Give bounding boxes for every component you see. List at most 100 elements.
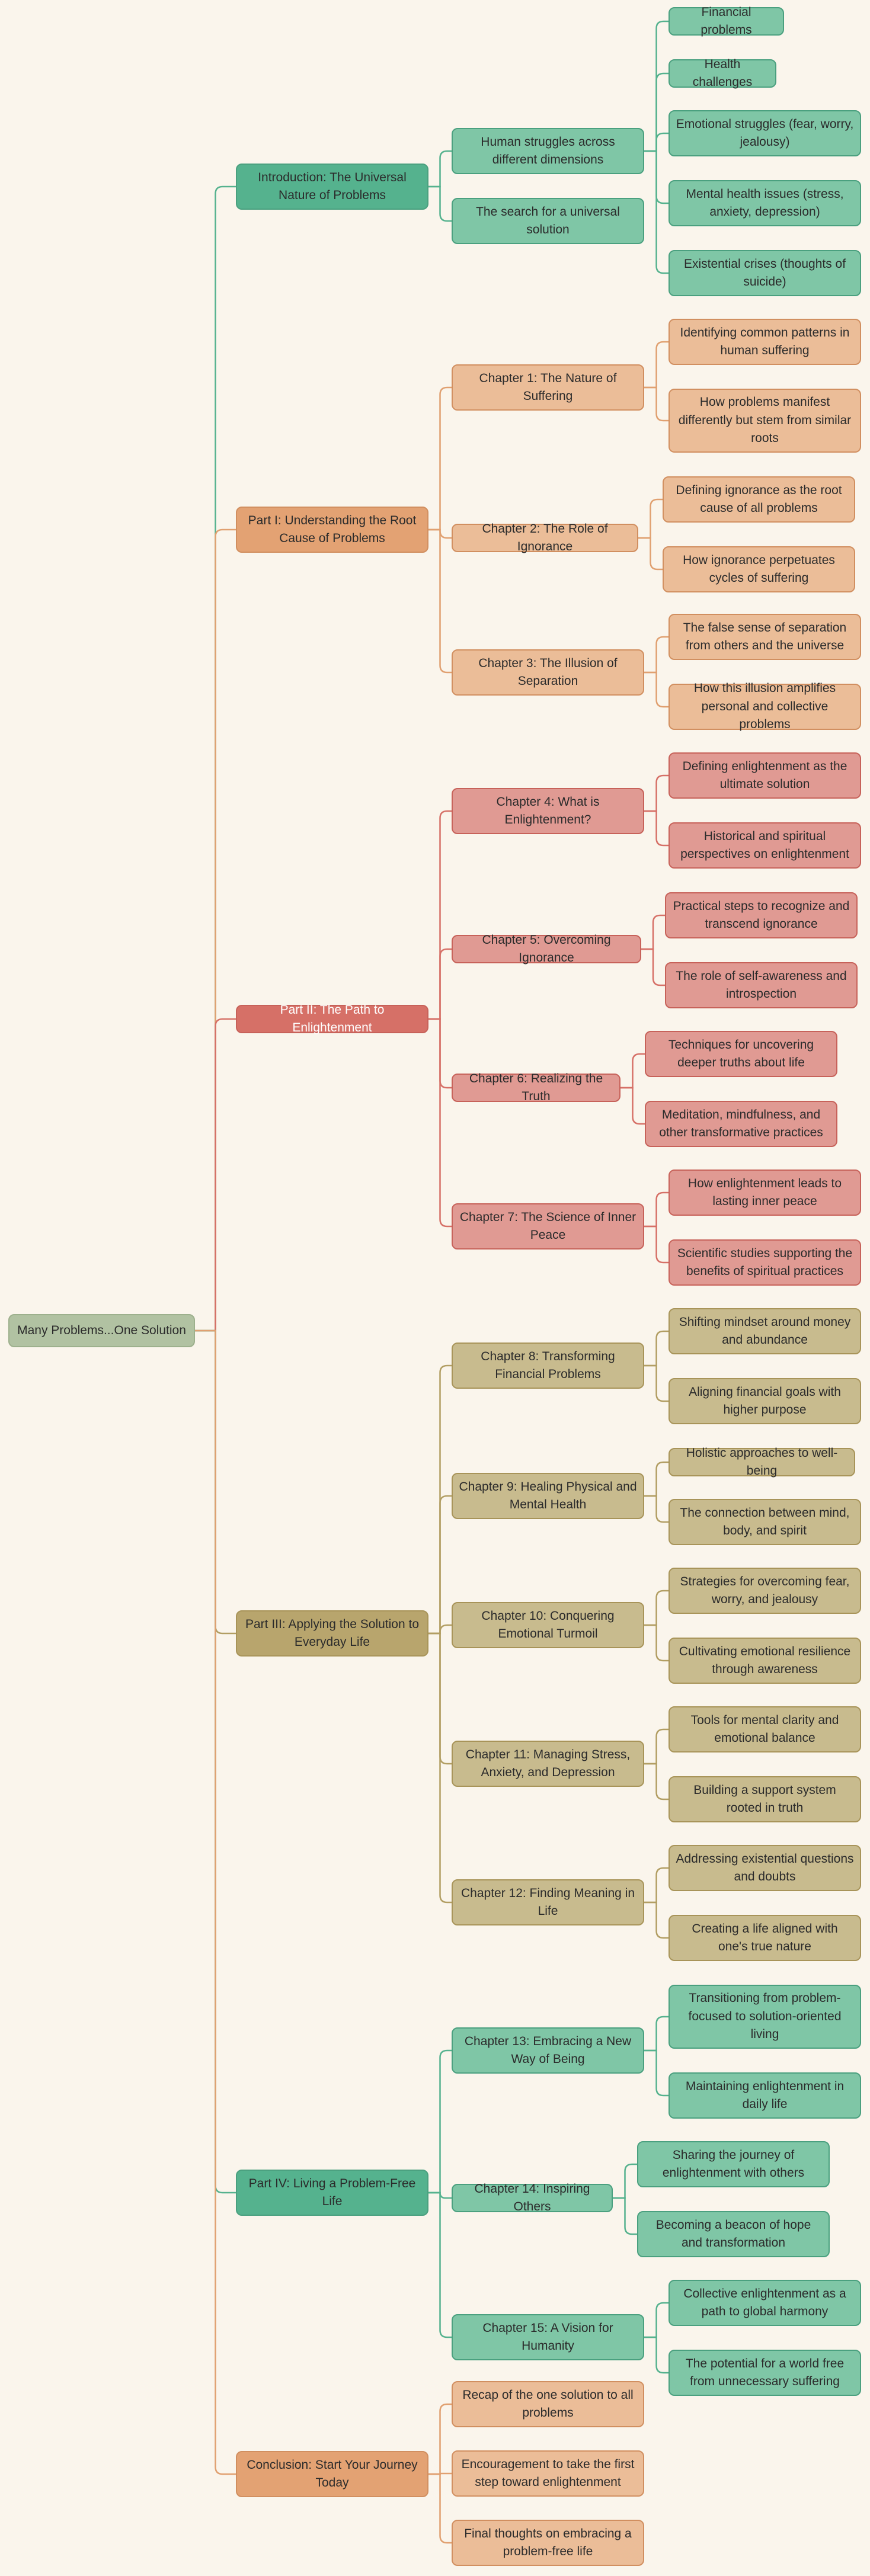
node-label: Defining ignorance as the root cause of … xyxy=(676,483,842,515)
topic-node-chapter-13-embracing-a-new-way-of-being[interactable]: Chapter 13: Embracing a New Way of Being xyxy=(452,2027,644,2074)
connector-line xyxy=(428,1364,452,1635)
connector-line xyxy=(428,1632,452,1904)
connector-line xyxy=(644,20,669,152)
leaf-node-financial-problems[interactable]: Financial problems xyxy=(669,5,784,37)
topic-connectors xyxy=(620,1053,645,1125)
leaf-node-creating-a-life-aligned-with-one-s-true-nature[interactable]: Creating a life aligned with one's true … xyxy=(669,1915,861,1961)
node-label: Financial problems xyxy=(701,5,752,37)
leaf-node-mental-health-issues-stress-anxiety-depression[interactable]: Mental health issues (stress, anxiety, d… xyxy=(669,180,861,226)
leaf-node-building-a-support-system-rooted-in-truth[interactable]: Building a support system rooted in trut… xyxy=(669,1776,861,1822)
topic-node-chapter-6-realizing-the-truth[interactable]: Chapter 6: Realizing the Truth xyxy=(452,1072,620,1103)
connector-line xyxy=(644,1867,669,1904)
node-label: Defining enlightenment as the ultimate s… xyxy=(682,759,847,791)
topic-node-recap-of-the-one-solution-to-all-problems[interactable]: Recap of the one solution to all problem… xyxy=(452,2381,644,2427)
node-label: Maintaining enlightenment in daily life xyxy=(685,2079,845,2111)
leaf-node-meditation-mindfulness-and-other-transformative-[interactable]: Meditation, mindfulness, and other trans… xyxy=(645,1101,837,1147)
leaf-node-defining-ignorance-as-the-root-cause-of-all-prob[interactable]: Defining ignorance as the root cause of … xyxy=(663,476,855,523)
topic-node-encouragement-to-take-the-first-step-toward-enli[interactable]: Encouragement to take the first step tow… xyxy=(452,2450,644,2497)
leaf-node-how-enlightenment-leads-to-lasting-inner-peace[interactable]: How enlightenment leads to lasting inner… xyxy=(669,1170,861,1216)
topic-node-chapter-12-finding-meaning-in-life[interactable]: Chapter 12: Finding Meaning in Life xyxy=(452,1879,644,1925)
topic-node-chapter-3-the-illusion-of-separation[interactable]: Chapter 3: The Illusion of Separation xyxy=(452,649,644,696)
topic-node-chapter-7-the-science-of-inner-peace[interactable]: Chapter 7: The Science of Inner Peace xyxy=(452,1203,644,1249)
leaf-node-aligning-financial-goals-with-higher-purpose[interactable]: Aligning financial goals with higher pur… xyxy=(669,1378,861,1424)
node-label: Part III: Applying the Solution to Every… xyxy=(245,1617,419,1649)
node-label: Chapter 12: Finding Meaning in Life xyxy=(460,1886,635,1918)
leaf-node-becoming-a-beacon-of-hope-and-transformation[interactable]: Becoming a beacon of hope and transforma… xyxy=(637,2211,830,2257)
topic-connectors xyxy=(638,498,663,571)
leaf-node-transitioning-from-problem-focused-to-solution-o[interactable]: Transitioning from problem-focused to so… xyxy=(669,1985,861,2049)
leaf-node-defining-enlightenment-as-the-ultimate-solution[interactable]: Defining enlightenment as the ultimate s… xyxy=(669,752,861,799)
node-label: Chapter 14: Inspiring Others xyxy=(474,2181,590,2213)
leaf-node-historical-and-spiritual-perspectives-on-enlight[interactable]: Historical and spiritual perspectives on… xyxy=(669,822,861,869)
node-label: Chapter 9: Healing Physical and Mental H… xyxy=(459,1479,637,1511)
topic-node-chapter-4-what-is-enlightenment[interactable]: Chapter 4: What is Enlightenment? xyxy=(452,788,644,834)
leaf-node-identifying-common-patterns-in-human-suffering[interactable]: Identifying common patterns in human suf… xyxy=(669,319,861,365)
section-node-part-i-understanding-the-root-cause-of-problems[interactable]: Part I: Understanding the Root Cause of … xyxy=(236,507,428,553)
connector-line xyxy=(195,185,236,1332)
topic-node-chapter-1-the-nature-of-suffering[interactable]: Chapter 1: The Nature of Suffering xyxy=(452,364,644,411)
topic-node-human-struggles-across-different-dimensions[interactable]: Human struggles across different dimensi… xyxy=(452,128,644,174)
connector-line xyxy=(644,386,669,422)
section-node-conclusion-start-your-journey-today[interactable]: Conclusion: Start Your Journey Today xyxy=(236,2451,428,2497)
section-node-introduction-the-universal-nature-of-problems[interactable]: Introduction: The Universal Nature of Pr… xyxy=(236,164,428,210)
node-label: Chapter 11: Managing Stress, Anxiety, an… xyxy=(465,1747,631,1779)
leaf-node-maintaining-enlightenment-in-daily-life[interactable]: Maintaining enlightenment in daily life xyxy=(669,2072,861,2119)
topic-node-chapter-9-healing-physical-and-mental-health[interactable]: Chapter 9: Healing Physical and Mental H… xyxy=(452,1473,644,1519)
node-label: Cultivating emotional resilience through… xyxy=(679,1644,851,1676)
topic-node-chapter-14-inspiring-others[interactable]: Chapter 14: Inspiring Others xyxy=(452,2182,613,2213)
topic-connectors xyxy=(644,1191,669,1264)
topic-node-chapter-5-overcoming-ignorance[interactable]: Chapter 5: Overcoming Ignorance xyxy=(452,933,641,965)
topic-node-chapter-15-a-vision-for-humanity[interactable]: Chapter 15: A Vision for Humanity xyxy=(452,2314,644,2360)
node-label: Part IV: Living a Problem-Free Life xyxy=(248,2176,416,2208)
connector-line xyxy=(428,1495,452,1635)
node-label: Practical steps to recognize and transce… xyxy=(673,899,850,931)
connector-line xyxy=(428,2191,452,2338)
section-node-part-iii-applying-the-solution-to-everyday-life[interactable]: Part III: Applying the Solution to Every… xyxy=(236,1610,428,1657)
topic-node-final-thoughts-on-embracing-a-problem-free-life[interactable]: Final thoughts on embracing a problem-fr… xyxy=(452,2520,644,2566)
leaf-node-the-connection-between-mind-body-and-spirit[interactable]: The connection between mind, body, and s… xyxy=(669,1499,861,1545)
topic-node-chapter-8-transforming-financial-problems[interactable]: Chapter 8: Transforming Financial Proble… xyxy=(452,1343,644,1389)
connector-line xyxy=(644,810,669,847)
topic-node-chapter-2-the-role-of-ignorance[interactable]: Chapter 2: The Role of Ignorance xyxy=(452,522,638,553)
leaf-node-addressing-existential-questions-and-doubts[interactable]: Addressing existential questions and dou… xyxy=(669,1845,861,1891)
leaf-node-the-role-of-self-awareness-and-introspection[interactable]: The role of self-awareness and introspec… xyxy=(665,962,858,1008)
section-node-part-iv-living-a-problem-free-life[interactable]: Part IV: Living a Problem-Free Life xyxy=(236,2170,428,2216)
leaf-node-how-this-illusion-amplifies-personal-and-collect[interactable]: How this illusion amplifies personal and… xyxy=(669,681,861,731)
connector-line xyxy=(644,150,669,274)
leaf-node-sharing-the-journey-of-enlightenment-with-others[interactable]: Sharing the journey of enlightenment wit… xyxy=(637,2141,830,2187)
section-node-part-ii-the-path-to-enlightenment[interactable]: Part II: The Path to Enlightenment xyxy=(236,1003,428,1034)
topic-node-chapter-10-conquering-emotional-turmoil[interactable]: Chapter 10: Conquering Emotional Turmoil xyxy=(452,1602,644,1648)
node-label: Chapter 6: Realizing the Truth xyxy=(469,1071,603,1103)
node-label: Encouragement to take the first step tow… xyxy=(461,2457,635,2489)
leaf-node-strategies-for-overcoming-fear-worry-and-jealous[interactable]: Strategies for overcoming fear, worry, a… xyxy=(669,1568,861,1614)
leaf-node-holistic-approaches-to-well-being[interactable]: Holistic approaches to well-being xyxy=(669,1446,855,1478)
node-label: Chapter 3: The Illusion of Separation xyxy=(478,656,618,688)
leaf-node-emotional-struggles-fear-worry-jealousy[interactable]: Emotional struggles (fear, worry, jealou… xyxy=(669,110,861,156)
leaf-node-collective-enlightenment-as-a-path-to-global-har[interactable]: Collective enlightenment as a path to gl… xyxy=(669,2280,861,2326)
leaf-node-how-problems-manifest-differently-but-stem-from-[interactable]: How problems manifest differently but st… xyxy=(669,389,861,453)
node-label: Shifting mindset around money and abunda… xyxy=(679,1315,851,1347)
leaf-node-existential-crises-thoughts-of-suicide[interactable]: Existential crises (thoughts of suicide) xyxy=(669,250,861,296)
leaf-node-techniques-for-uncovering-deeper-truths-about-li[interactable]: Techniques for uncovering deeper truths … xyxy=(645,1031,837,1077)
leaf-node-cultivating-emotional-resilience-through-awarene[interactable]: Cultivating emotional resilience through… xyxy=(669,1638,861,1684)
leaf-node-health-challenges[interactable]: Health challenges xyxy=(669,57,776,89)
connector-line xyxy=(644,1901,669,1939)
leaf-node-the-potential-for-a-world-free-from-unnecessary-[interactable]: The potential for a world free from unne… xyxy=(669,2350,861,2396)
topic-connectors xyxy=(644,2016,669,2097)
connector-line xyxy=(613,2163,637,2199)
leaf-node-shifting-mindset-around-money-and-abundance[interactable]: Shifting mindset around money and abunda… xyxy=(669,1308,861,1354)
leaf-node-tools-for-mental-clarity-and-emotional-balance[interactable]: Tools for mental clarity and emotional b… xyxy=(669,1706,861,1752)
topic-node-chapter-11-managing-stress-anxiety-and-depressio[interactable]: Chapter 11: Managing Stress, Anxiety, an… xyxy=(452,1741,644,1787)
connector-line xyxy=(644,1495,669,1523)
node-label: Health challenges xyxy=(692,57,753,89)
node-label: Techniques for uncovering deeper truths … xyxy=(668,1037,814,1069)
leaf-node-scientific-studies-supporting-the-benefits-of-sp[interactable]: Scientific studies supporting the benefi… xyxy=(669,1239,861,1286)
topic-node-the-search-for-a-universal-solution[interactable]: The search for a universal solution xyxy=(452,198,644,244)
leaf-node-how-ignorance-perpetuates-cycles-of-suffering[interactable]: How ignorance perpetuates cycles of suff… xyxy=(663,546,855,592)
node-label: The connection between mind, body, and s… xyxy=(680,1505,850,1537)
leaf-node-practical-steps-to-recognize-and-transcend-ignor[interactable]: Practical steps to recognize and transce… xyxy=(665,892,858,938)
node-label: Chapter 13: Embracing a New Way of Being xyxy=(464,2034,632,2066)
root-node[interactable]: Many Problems...One Solution xyxy=(8,1314,195,1347)
leaf-node-the-false-sense-of-separation-from-others-and-th[interactable]: The false sense of separation from other… xyxy=(669,614,861,660)
